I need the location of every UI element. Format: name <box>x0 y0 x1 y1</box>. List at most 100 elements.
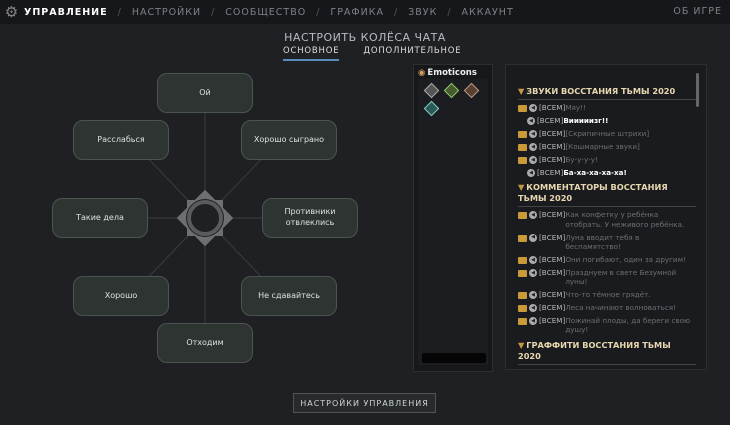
sound-text: Бу-у-у-у! <box>565 154 598 164</box>
speaker-icon[interactable]: ◀ <box>529 291 537 300</box>
all-chat-tag: [ВСЕМ] <box>539 267 566 277</box>
sound-line[interactable]: 🔒︎◀[ВСЕМ]Празднуем в свете Безумной луны… <box>518 268 696 287</box>
emoticons-panel: ◉Emoticons <box>413 64 493 372</box>
wheel-phrase-button[interactable]: Противники отвлеклись <box>262 198 358 238</box>
category-title: ЗВУКИ ВОССТАНИЯ ТЬМЫ 2020 <box>526 86 676 96</box>
speaker-icon[interactable]: ◀ <box>529 211 537 220</box>
sound-line[interactable]: 🔒︎◀[ВСЕМ]Луна вводит тебя в беспамятство… <box>518 233 696 252</box>
speaker-icon[interactable]: ◀ <box>529 268 537 277</box>
sound-category[interactable]: ▼КОММЕНТАТОРЫ ВОССТАНИЯ ТЬМЫ 2020 <box>518 181 696 208</box>
emoticon-question[interactable] <box>423 82 440 99</box>
lock-icon: 🔒︎ <box>518 105 527 113</box>
sound-text: Пожинай плоды, да береги свою душу! <box>565 316 691 335</box>
page-title: НАСТРОИТЬ КОЛЁСА ЧАТА <box>284 31 446 44</box>
nav-separator: / <box>316 6 321 18</box>
sound-line[interactable]: ◀[ВСЕМ]Ба-ха-ха-ха-ха! <box>518 168 696 177</box>
sound-line[interactable]: 🔒︎◀[ВСЕМ]Они погибают, один за другим! <box>518 255 696 264</box>
lock-icon: 🔒︎ <box>518 130 527 138</box>
speaker-icon[interactable]: ◀ <box>527 117 535 126</box>
emoticon-teal[interactable] <box>423 100 440 117</box>
about-link[interactable]: ОБ ИГРЕ <box>673 6 722 17</box>
trophy-icon: ▼ <box>518 182 525 193</box>
nav-separator: / <box>447 6 452 18</box>
sound-line[interactable]: 🔒︎◀[ВСЕМ]Мяу!! <box>518 103 696 113</box>
nav-tabs: УПРАВЛЕНИЕ / НАСТРОЙКИ / СООБЩЕСТВО / ГРАФИКА /… <box>24 7 514 18</box>
emoticon-green[interactable] <box>443 82 460 99</box>
sound-text: Луна вводит тебя в беспамятство! <box>565 232 640 251</box>
lock-icon: 🔒︎ <box>518 269 527 277</box>
sound-text: Они погибают, один за другим! <box>565 254 686 264</box>
tab-basic[interactable]: ОСНОВНОЕ <box>283 46 340 61</box>
nav-tab[interactable]: СООБЩЕСТВО <box>225 6 307 18</box>
sound-line[interactable]: 🔒︎◀[ВСЕМ][Кошмарные звуки] <box>518 142 696 151</box>
nav-tab[interactable]: ГРАФИКА <box>330 6 384 18</box>
sound-line[interactable]: ◀[ВСЕМ]Вииииизг!! <box>518 116 696 126</box>
emoticons-title: Emoticons <box>427 68 477 78</box>
all-chat-tag: [ВСЕМ] <box>539 316 566 326</box>
all-chat-tag: [ВСЕМ] <box>539 154 566 164</box>
wheel-phrase-button[interactable]: Ой <box>157 73 253 113</box>
lock-icon: 🔒︎ <box>518 212 527 220</box>
sound-category[interactable]: ▼ЗВУКИ ВОССТАНИЯ ТЬМЫ 2020 <box>518 85 696 101</box>
wheel-phrase-button[interactable]: Расслабься <box>73 120 169 160</box>
control-settings-button[interactable]: НАСТРОЙКИ УПРАВЛЕНИЯ <box>293 393 436 413</box>
speaker-icon[interactable]: ◀ <box>527 168 535 177</box>
sound-line[interactable]: 🔒︎◀[ВСЕМ]Что-то тёмное грядёт. <box>518 290 696 300</box>
speaker-icon[interactable]: ◀ <box>529 304 537 313</box>
top-nav: ⚙ УПРАВЛЕНИЕ / НАСТРОЙКИ / СООБЩЕСТВО / ГРАФИК… <box>0 0 730 24</box>
emoticon-category-icon: ◉ <box>418 68 426 78</box>
all-chat-tag: [ВСЕМ] <box>539 303 566 313</box>
category-title: ГРАФФИТИ ВОССТАНИЯ ТЬМЫ 2020 <box>518 339 671 361</box>
tab-advanced[interactable]: ДОПОЛНИТЕЛЬНОЕ <box>363 46 462 56</box>
sound-text: Как конфетку у ребёнка отобрать. У нежив… <box>565 210 685 229</box>
lock-icon: 🔒︎ <box>518 305 527 313</box>
sound-line[interactable]: 🔒︎◀[ВСЕМ]Как конфетку у ребёнка отобрать… <box>518 210 696 229</box>
lock-icon: 🔒︎ <box>518 143 527 151</box>
speaker-icon[interactable]: ◀ <box>529 104 537 113</box>
all-chat-tag: [ВСЕМ] <box>539 103 566 113</box>
chat-sounds-panel: ▼ЗВУКИ ВОССТАНИЯ ТЬМЫ 2020🔒︎◀[ВСЕМ]Мяу!!… <box>505 64 707 370</box>
category-title: КОММЕНТАТОРЫ ВОССТАНИЯ ТЬМЫ 2020 <box>518 182 668 204</box>
nav-tab[interactable]: ЗВУК <box>408 6 438 18</box>
wheel-phrase-button[interactable]: Отходим <box>157 323 253 363</box>
sound-line[interactable]: 🔒︎◀[ВСЕМ]Леса начинают волноваться! <box>518 303 696 313</box>
nav-tab[interactable]: АККАУНТ <box>461 6 514 18</box>
speaker-icon[interactable]: ◀ <box>529 129 537 138</box>
emoticon-brown[interactable] <box>463 82 480 99</box>
nav-separator: / <box>211 6 216 18</box>
gear-icon[interactable]: ⚙ <box>4 3 20 21</box>
nav-tab[interactable]: НАСТРОЙКИ <box>131 6 202 18</box>
lock-icon: 🔒︎ <box>518 156 527 164</box>
trophy-icon: ▼ <box>518 339 525 350</box>
all-chat-tag: [ВСЕМ] <box>539 290 566 300</box>
sound-text: [Скрипичные штрихи] <box>565 128 650 138</box>
emoticon-scrollbar[interactable] <box>422 353 486 363</box>
speaker-icon[interactable]: ◀ <box>529 142 537 151</box>
lock-icon: 🔒︎ <box>518 292 527 300</box>
nav-separator: / <box>117 6 122 18</box>
nav-tab[interactable]: УПРАВЛЕНИЕ <box>24 6 108 18</box>
wheel-phrase-button[interactable]: Не сдавайтесь <box>241 276 337 316</box>
speaker-icon[interactable]: ◀ <box>529 233 537 242</box>
sound-line[interactable]: 🔒︎◀[ВСЕМ][Скрипичные штрихи] <box>518 129 696 138</box>
lock-icon: 🔒︎ <box>518 318 527 326</box>
all-chat-tag: [ВСЕМ] <box>539 210 566 220</box>
sound-category[interactable]: ▼ГРАФФИТИ ВОССТАНИЯ ТЬМЫ 2020 <box>518 339 696 365</box>
wheel-phrase-button[interactable]: Хорошо <box>73 276 169 316</box>
speaker-icon[interactable]: ◀ <box>529 255 537 264</box>
all-chat-tag: [ВСЕМ] <box>539 128 566 138</box>
trophy-icon: ▼ <box>518 86 525 96</box>
sound-line[interactable]: 🔒︎◀[ВСЕМ]Пожинай плоды, да береги свою д… <box>518 316 696 335</box>
wheel-center-icon <box>176 189 234 247</box>
all-chat-tag: [ВСЕМ] <box>537 116 564 126</box>
nav-separator: / <box>393 6 399 18</box>
all-chat-tag: [ВСЕМ] <box>539 141 566 151</box>
scrollbar[interactable] <box>696 73 699 107</box>
speaker-icon[interactable]: ◀ <box>529 317 537 326</box>
wheel-phrase-button[interactable]: Такие дела <box>52 198 148 238</box>
speaker-icon[interactable]: ◀ <box>529 155 537 164</box>
lock-icon: 🔒︎ <box>518 234 527 242</box>
sound-text: [Кошмарные звуки] <box>565 141 640 151</box>
sound-line[interactable]: 🔒︎◀[ВСЕМ]Бу-у-у-у! <box>518 155 696 164</box>
wheel-phrase-button[interactable]: Хорошо сыграно <box>241 120 337 160</box>
